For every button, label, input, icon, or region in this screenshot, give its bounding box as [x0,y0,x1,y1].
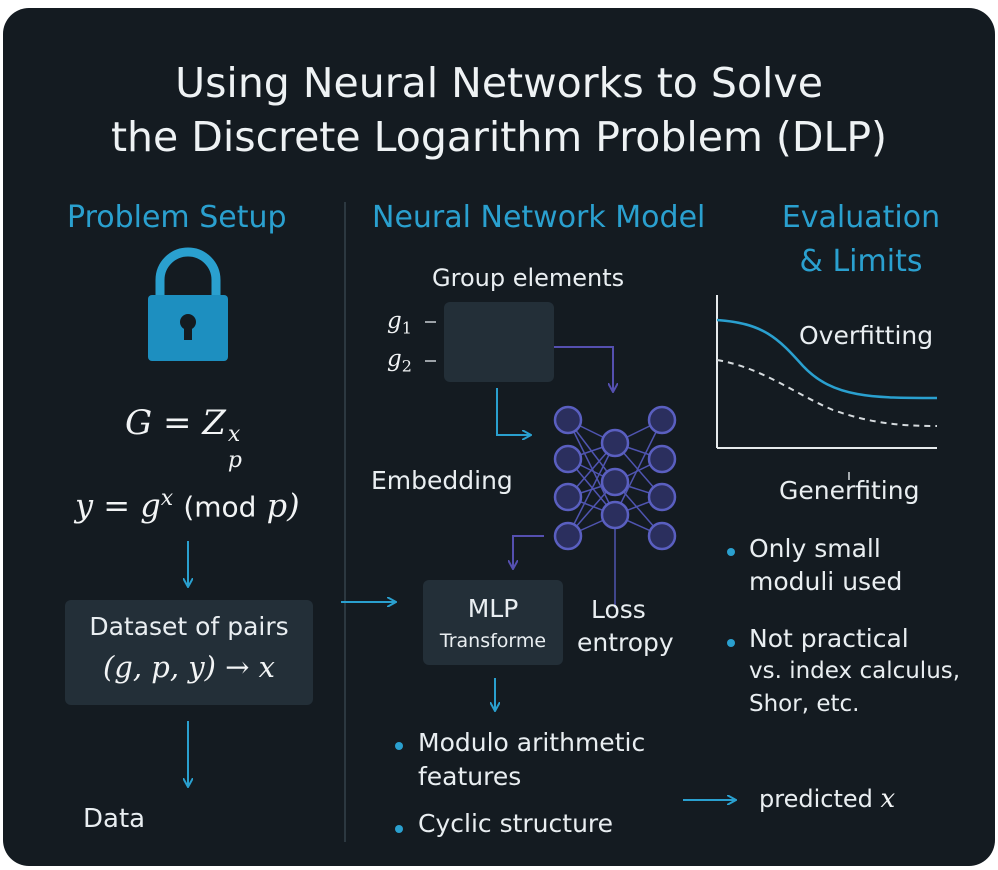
g2-label: g2 [387,346,412,376]
small-moduli-line-1: Only small [749,534,881,563]
overfitting-chart [716,295,938,480]
not-practical-bullet: Not practical vs. index calculus, Shor, … [749,622,960,721]
loss-label: Loss entropy [577,593,674,659]
dataset-box: Dataset of pairs (g, p, y) → x [65,600,313,705]
dlp-equation-left: y = g [75,486,161,525]
small-moduli-bullet: Only small moduli used [749,532,902,598]
diagram-graphics [148,247,938,866]
group-equation-sup: x [227,422,241,447]
training-curve [716,318,938,400]
modulo-features-line-1: Modulo arithmetic [418,728,646,757]
arrow-group-to-network [554,346,613,391]
page-title: Using Neural Networks to Solve the Discr… [3,56,995,164]
title-line-1: Using Neural Networks to Solve [175,59,823,107]
predicted-text: predicted [759,785,873,813]
evaluation-heading: Evaluation & Limits [761,196,961,284]
group-equation: G = Z x p [125,403,244,473]
group-elements-box [444,302,554,382]
title-line-2: the Discrete Logarithm Problem (DLP) [110,113,888,161]
dlp-equation-p: p) [266,486,300,525]
bullet-marker [727,639,735,647]
dlp-equation: y = gx (mod p) [75,486,300,525]
not-practical-line-3: Shor, etc. [749,691,860,717]
embedding-label: Embedding [371,466,513,495]
data-label: Data [83,804,146,834]
mlp-box: MLP Transforme [423,580,563,665]
bullet-marker [395,742,403,750]
predicted-label: predicted x [759,784,895,814]
g1-var: g [387,308,402,334]
cyclic-structure-bullet: Cyclic structure [418,809,614,838]
infographic-panel: Using Neural Networks to Solve the Discr… [3,8,995,866]
column-divider [344,202,346,842]
loss-line-1: Loss [591,595,646,624]
dataset-label: Dataset of pairs [89,612,289,641]
bullet-marker [727,548,735,556]
g2-sub: 2 [401,356,412,376]
validation-curve [716,359,938,427]
transformer-label: Transforme [439,630,547,652]
bullet-marker [395,825,403,833]
g1-sub: 1 [401,318,412,338]
neural-network-model-heading: Neural Network Model [372,200,706,235]
dlp-equation-mod: (mod [183,490,257,524]
arrow-network-to-mlp [513,535,544,568]
overfitting-label: Overfitting [799,321,934,350]
neural-network-icon [553,405,677,608]
dataset-tuple: (g, p, y) → x [102,650,276,684]
predicted-var: x [880,784,896,814]
group-elements-label: Group elements [432,264,625,292]
evaluation-heading-line-1: Evaluation [781,200,941,235]
g1-label: g1 [387,308,412,338]
arrow-group-to-embedding [496,388,530,435]
lock-icon [148,247,228,361]
group-equation-sub: p [227,448,242,473]
group-equation-text: G = Z [125,403,226,443]
mlp-label: MLP [467,594,519,623]
modulo-features-bullet: Modulo arithmetic features [418,726,645,794]
generalization-label: Generfiting [779,476,920,505]
not-practical-line-1: Not practical [749,624,909,653]
loss-line-2: entropy [577,628,674,657]
modulo-features-line-2: features [418,762,522,791]
evaluation-heading-line-2: & Limits [799,244,923,279]
dlp-equation-sup: x [160,486,174,511]
problem-setup-heading: Problem Setup [67,200,287,235]
g2-var: g [387,346,402,372]
small-moduli-line-2: moduli used [749,567,903,596]
not-practical-line-2: vs. index calculus, [749,658,961,684]
